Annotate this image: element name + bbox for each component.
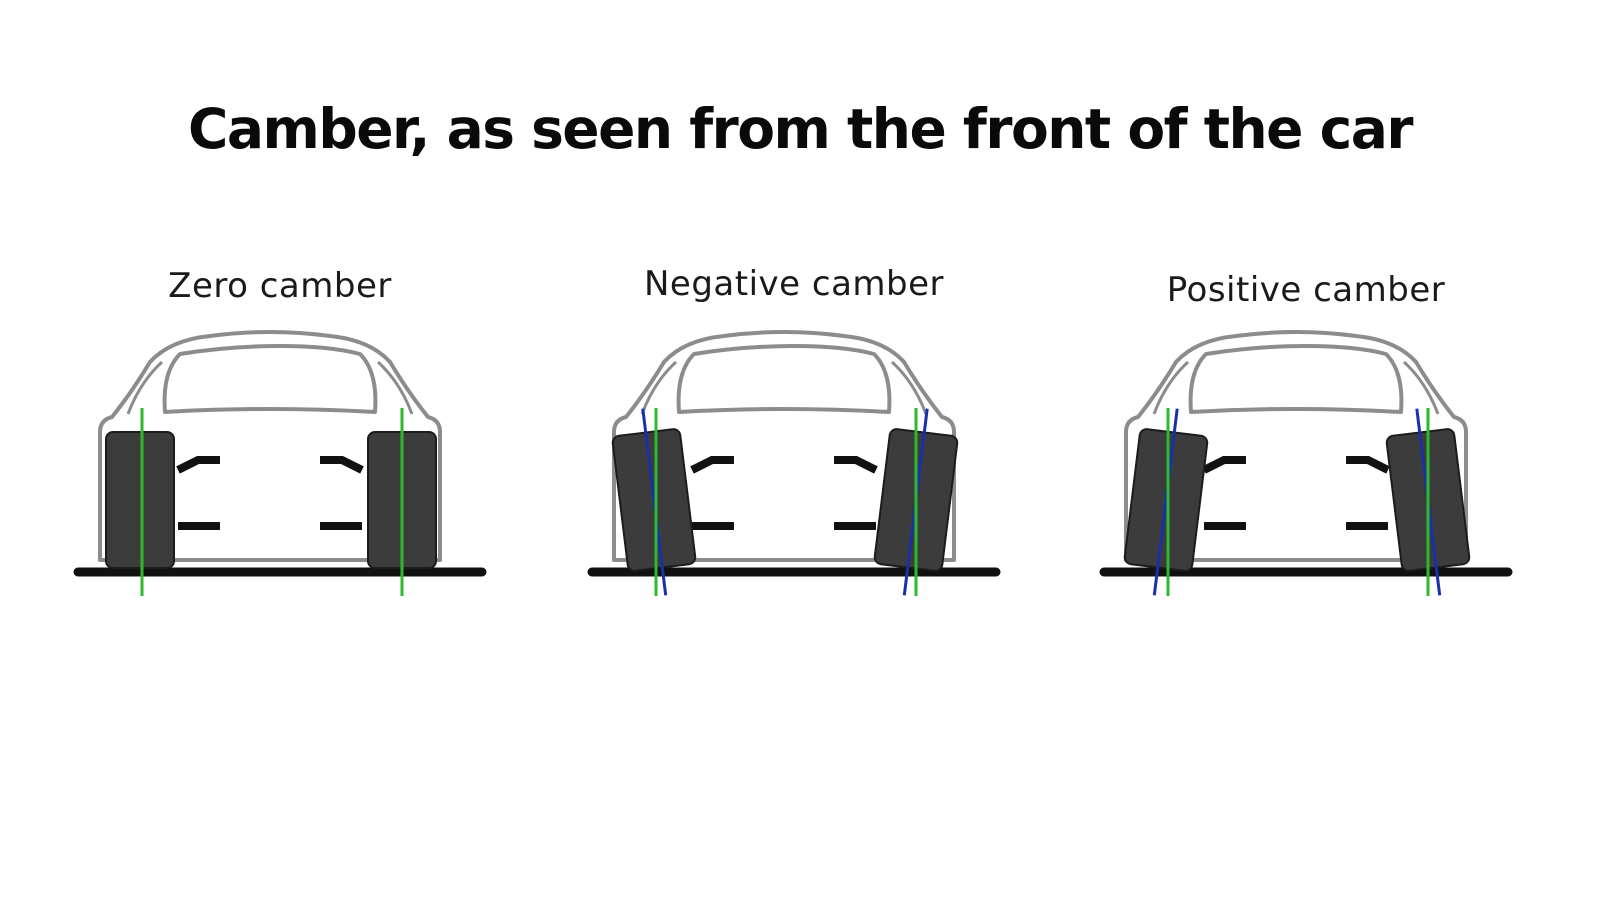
left-wheel xyxy=(1123,408,1209,596)
car-diagram-zero-camber xyxy=(73,330,487,596)
right-pillar-line xyxy=(376,360,414,415)
panel-label-zero-camber: Zero camber xyxy=(168,266,392,306)
left-wheel-axis-line xyxy=(641,408,668,596)
left-upper-control-arm xyxy=(1202,456,1246,474)
car-body-outline xyxy=(612,330,956,562)
windshield-outline xyxy=(1188,344,1404,414)
windshield-outline xyxy=(162,344,378,414)
car-diagram-negative-camber xyxy=(587,330,1001,596)
right-upper-control-arm xyxy=(834,456,878,474)
panel-negative-camber: Negative camber xyxy=(574,262,1014,612)
page-title: Camber, as seen from the front of the ca… xyxy=(188,97,1413,161)
left-upper-control-arm xyxy=(176,456,220,474)
panel-label-positive-camber: Positive camber xyxy=(1166,270,1446,310)
left-pillar-line xyxy=(1152,360,1190,415)
right-pillar-line xyxy=(890,360,928,415)
car-body-outline xyxy=(1124,330,1468,562)
car-diagram-positive-camber xyxy=(1099,330,1513,596)
left-wheel xyxy=(105,431,175,569)
panel-label-negative-camber: Negative camber xyxy=(643,264,945,304)
left-wheel-axis-line xyxy=(1152,408,1179,596)
right-pillar-line xyxy=(1402,360,1440,415)
windshield-outline xyxy=(676,344,892,414)
panel-positive-camber: Positive camber xyxy=(1086,262,1526,612)
left-pillar-line xyxy=(126,360,164,415)
car-body-outline xyxy=(98,330,442,562)
left-tire xyxy=(105,431,175,569)
left-wheel xyxy=(611,408,697,596)
right-upper-control-arm xyxy=(1346,456,1390,474)
left-upper-control-arm xyxy=(690,456,734,474)
panel-zero-camber: Zero camber xyxy=(60,262,500,612)
right-upper-control-arm xyxy=(320,456,364,474)
